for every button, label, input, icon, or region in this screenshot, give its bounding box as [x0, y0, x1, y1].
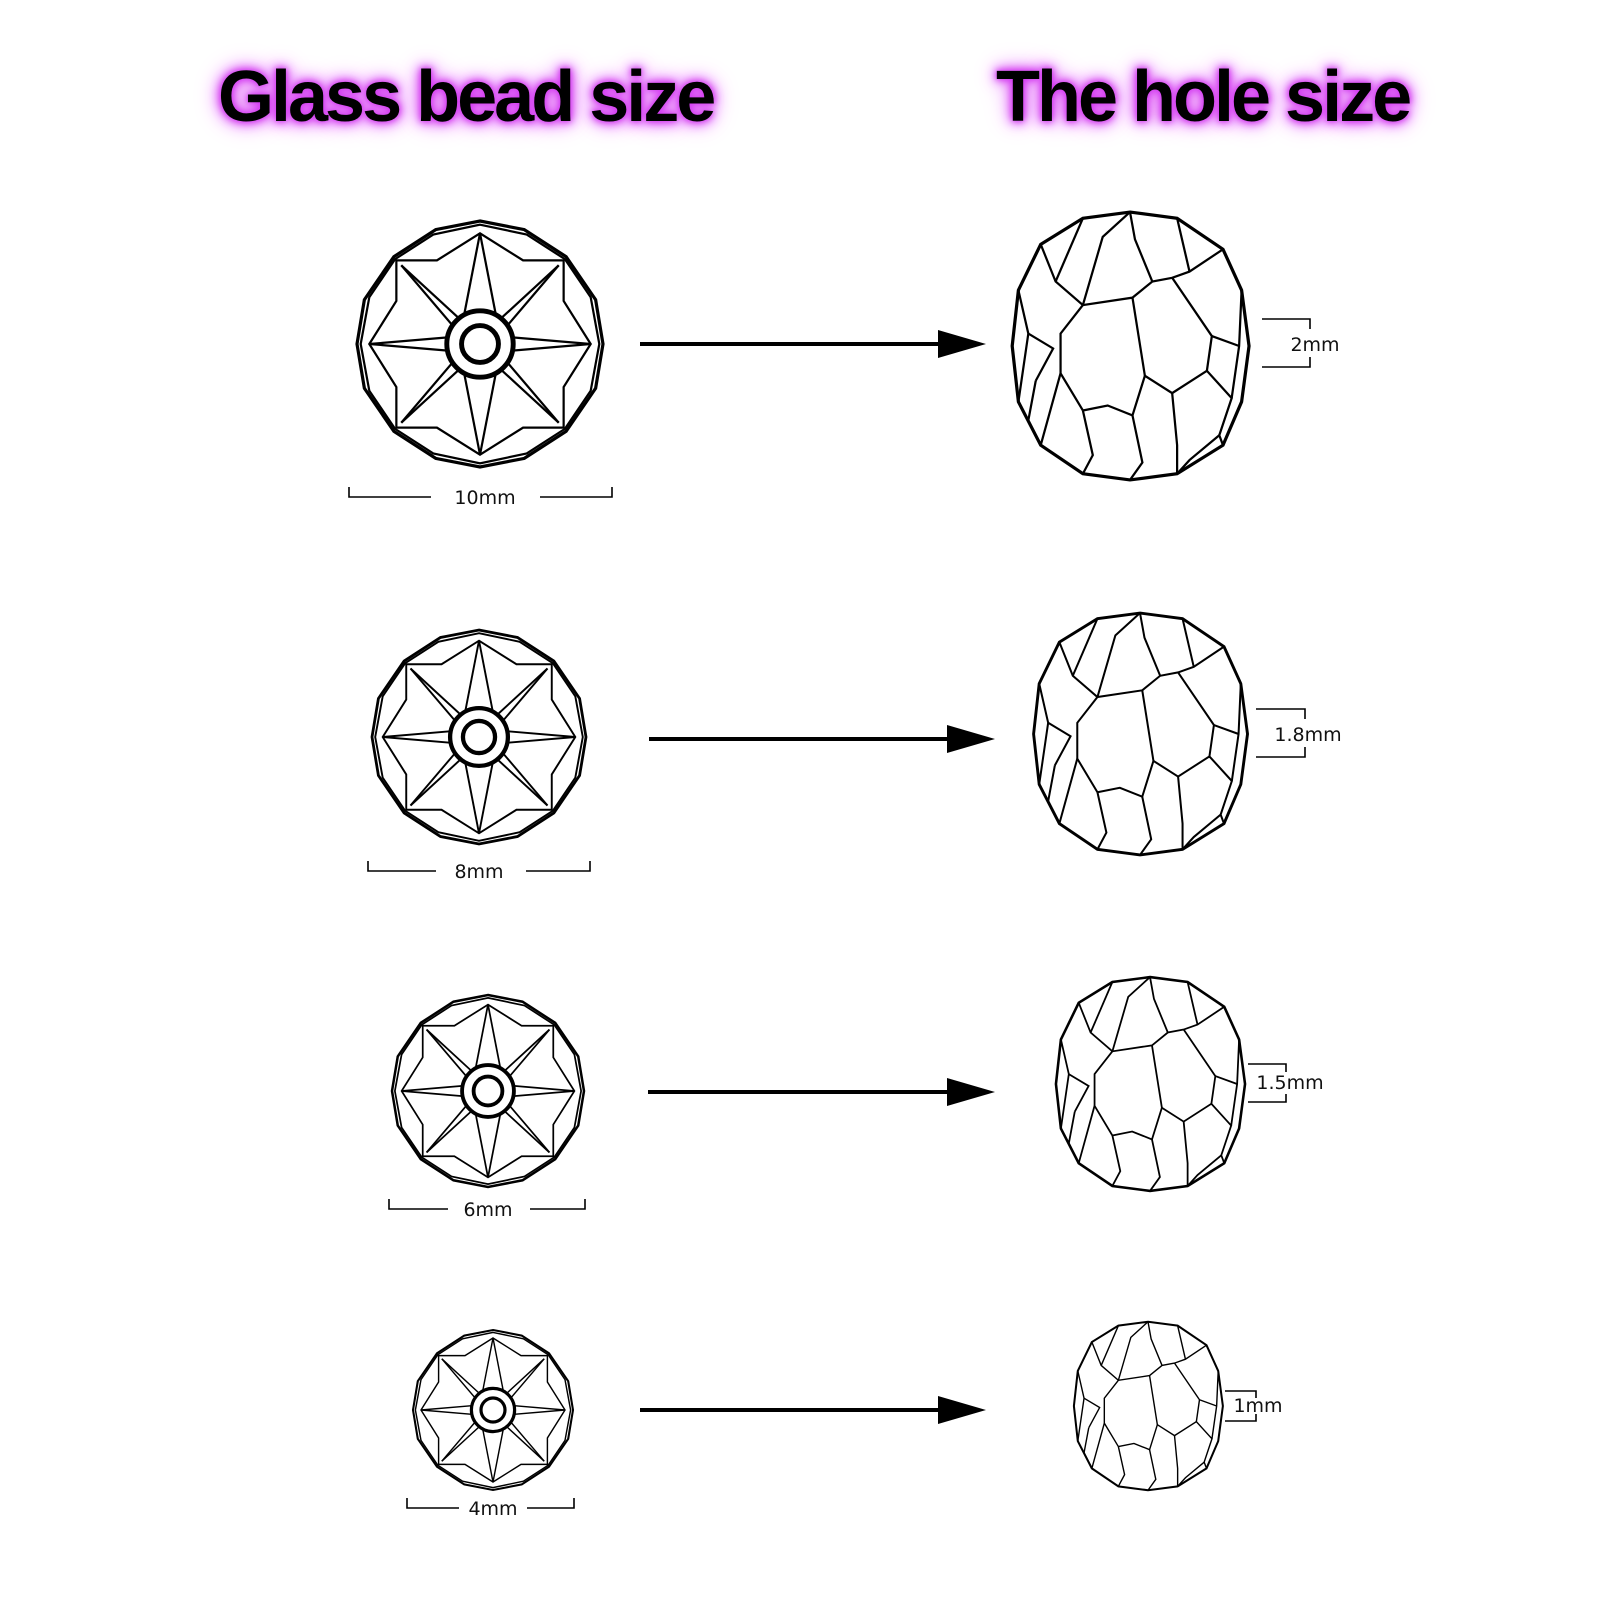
bead-size-label: 10mm — [454, 487, 515, 509]
arrow-10mm — [640, 330, 986, 358]
dimension-line-4mm — [406, 1498, 575, 1509]
arrow-8mm — [649, 725, 995, 753]
hole-bracket-2mm — [1262, 318, 1311, 368]
bead-size-label: 6mm — [463, 1199, 512, 1221]
hole-size-label: 1.8mm — [1274, 724, 1341, 746]
bead-front-view-8mm — [372, 630, 586, 844]
bead-front-view-4mm — [411, 1328, 575, 1492]
row-6mm: 6mm 1.5mm — [388, 975, 1324, 1221]
hole-size-label: 2mm — [1290, 334, 1339, 356]
hole-size-label: 1.5mm — [1256, 1072, 1323, 1094]
bead-side-view-6mm — [1054, 975, 1247, 1193]
bead-size-label: 4mm — [468, 1498, 517, 1520]
hole-bracket-1mm — [1225, 1390, 1257, 1422]
bead-side-view-4mm — [1072, 1320, 1224, 1492]
bead-side-view-8mm — [1032, 611, 1249, 857]
arrow-4mm — [640, 1396, 986, 1424]
hole-bracket-1.5mm — [1248, 1063, 1287, 1103]
arrow-6mm — [648, 1078, 995, 1106]
dimension-line-6mm — [388, 1199, 586, 1210]
heading-hole-size: The hole size — [996, 57, 1412, 137]
bead-front-view-6mm — [390, 993, 586, 1189]
dimension-line-10mm — [348, 487, 613, 498]
row-8mm: 8mm 1.8mm — [367, 611, 1342, 883]
hole-bracket-1.8mm — [1256, 708, 1306, 758]
row-10mm: 10mm 2mm — [348, 210, 1340, 509]
bead-size-label: 8mm — [454, 861, 503, 883]
bead-side-view-10mm — [1010, 210, 1251, 482]
heading-glass-bead-size: Glass bead size — [218, 57, 716, 137]
row-4mm: 4mm 1mm — [406, 1320, 1283, 1520]
hole-size-label: 1mm — [1233, 1395, 1282, 1417]
dimension-line-8mm — [367, 861, 591, 872]
bead-front-view-10mm — [357, 221, 603, 467]
